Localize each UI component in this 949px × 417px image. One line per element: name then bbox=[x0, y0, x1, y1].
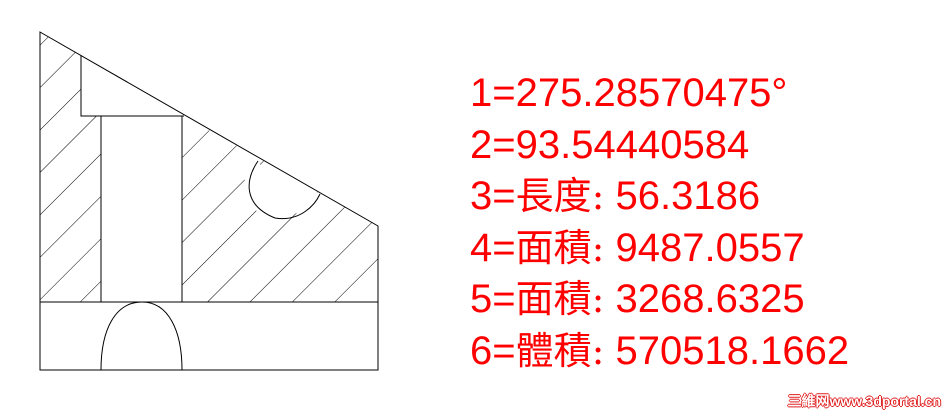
annotation-1: 1=275.28570475° bbox=[470, 71, 788, 115]
measurement-annotations: 1=275.28570475° 2=93.54440584 3=長度: 56.3… bbox=[470, 68, 849, 377]
hatched-region bbox=[40, 32, 378, 302]
annotation-3: 3=長度: 56.3186 bbox=[470, 174, 761, 218]
watermark: 三維网www.3dportal.cn bbox=[787, 393, 942, 409]
annotation-2: 2=93.54440584 bbox=[470, 122, 750, 167]
outline bbox=[39, 31, 379, 371]
annotation-5: 5=面積: 3268.6325 bbox=[470, 277, 805, 321]
annotation-6: 6=體積: 570518.1662 bbox=[470, 328, 850, 373]
cad-cross-section-drawing bbox=[39, 31, 379, 371]
annotation-4: 4=面積: 9487.0557 bbox=[470, 225, 805, 270]
